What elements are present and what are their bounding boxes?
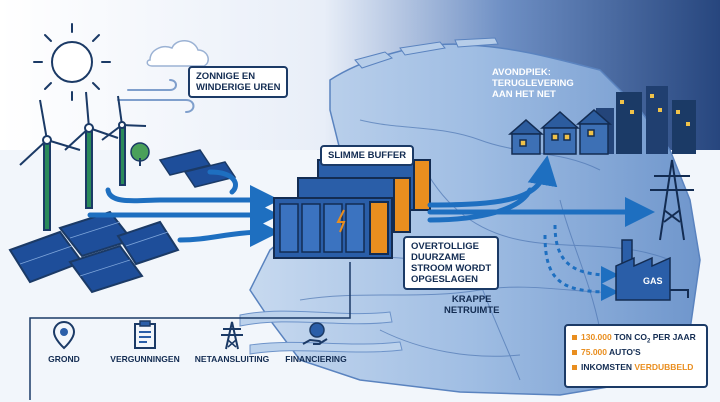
callout-line: OVERTOLLIGE	[411, 241, 479, 252]
money-hand-icon	[302, 322, 328, 345]
callout-line: ZONNIGE EN	[196, 71, 256, 82]
wind-icon	[117, 79, 195, 113]
step-label: VERGUNNINGEN	[110, 354, 180, 364]
callout-evening-peak: AVONDPIEK: TERUGLEVERING AAN HET NET	[486, 64, 580, 103]
step-label: GROND	[48, 354, 80, 364]
callout-line: STROOM WORDT	[411, 263, 492, 274]
pylon-icon	[221, 321, 243, 350]
trees	[130, 142, 150, 166]
stat-co2: 130.000 TON CO2 PER JAAR	[572, 332, 706, 347]
map-pin-icon	[52, 320, 76, 350]
callout-line: AAN HET NET	[492, 89, 556, 100]
stat-cars-value: 75.000	[581, 347, 607, 357]
process-connector	[29, 262, 351, 338]
callout-line: WINDERIGE UREN	[196, 82, 281, 93]
step-financiering: FINANCIERING	[276, 320, 356, 364]
impact-stats-box: 130.000 TON CO2 PER JAAR 75.000 AUTO'S I…	[564, 324, 708, 388]
label-grid-capacity: KRAPPE NETRUIMTE	[444, 294, 499, 316]
callout-stored-energy: OVERTOLLIGE DUURZAME STROOM WORDT OPGESL…	[403, 236, 500, 290]
sun-icon	[33, 23, 111, 101]
callout-line: OPGESLAGEN	[411, 274, 479, 285]
stat-income: INKOMSTEN VERDUBBELD	[572, 362, 706, 377]
step-label: NETAANSLUITING	[194, 354, 270, 364]
wind-turbine-icon	[64, 91, 119, 209]
bullet-icon	[572, 350, 577, 356]
stat-co2-text: TON CO	[614, 332, 648, 342]
stat-cars: 75.000 AUTO'S	[572, 347, 706, 362]
bullet-icon	[572, 365, 577, 371]
wind-turbine-icon	[19, 99, 81, 231]
battery-storage	[273, 159, 431, 259]
bullet-icon	[572, 335, 577, 341]
label-line: NETRUIMTE	[444, 305, 500, 316]
stat-co2-value: 130.000	[581, 332, 612, 342]
gas-label: GAS	[643, 276, 663, 286]
step-netaansluiting: NETAANSLUITING	[184, 320, 280, 364]
step-vergunningen: VERGUNNINGEN	[100, 320, 190, 364]
stat-co2-subscript: 2	[647, 338, 651, 345]
callout-line: SLIMME BUFFER	[328, 150, 407, 161]
houses	[508, 109, 612, 155]
callout-line: TERUGLEVERING	[492, 78, 574, 89]
wind-turbine-icon	[101, 95, 147, 186]
stat-income-text: INKOMSTEN	[581, 362, 632, 372]
callout-line: DUURZAME	[411, 252, 466, 263]
flow-arrows-gas	[543, 224, 619, 301]
cloud-icon	[146, 40, 209, 67]
callout-smart-buffer: SLIMME BUFFER	[320, 145, 415, 166]
stat-co2-suffix: PER JAAR	[652, 332, 696, 342]
stat-income-highlight: VERDUBBELD	[634, 362, 694, 372]
label-line: KRAPPE	[451, 294, 492, 305]
callout-sun-wind: ZONNIGE EN WINDERIGE UREN	[188, 66, 289, 98]
lightning-icon	[336, 209, 346, 233]
step-label: FINANCIERING	[285, 354, 347, 364]
flow-arrows-out	[427, 155, 655, 227]
battery-container-front	[273, 197, 393, 259]
stat-cars-text: AUTO'S	[609, 347, 641, 357]
wind-turbines	[19, 91, 147, 231]
clipboard-icon	[134, 320, 156, 349]
gas-factory-icon	[615, 239, 689, 301]
callout-line: AVONDPIEK:	[492, 67, 551, 78]
flow-arrows-in	[87, 169, 280, 248]
solar-panels-field	[8, 210, 180, 294]
wadden-islands	[354, 37, 499, 69]
delta-water	[239, 310, 403, 355]
power-pylon-icon	[650, 159, 694, 241]
step-grond: GROND	[30, 320, 98, 364]
